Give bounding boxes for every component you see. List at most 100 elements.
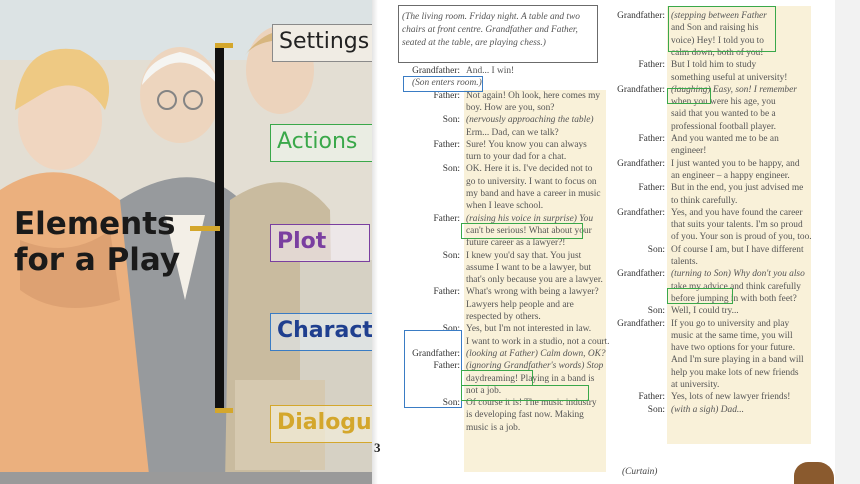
- dialogue-line: Not again! Oh look, here comes my: [466, 90, 601, 101]
- dialogue-line: (nervously approaching the table): [466, 115, 594, 126]
- intro-line-3: seated at the table, are playing chess.): [402, 38, 546, 48]
- speaker-label: Father:: [638, 60, 665, 71]
- dialogue-line: (looking at Father) Calm down, OK?: [466, 348, 606, 359]
- bracket-top-tick: [215, 43, 233, 48]
- action-box-ignoring: [461, 385, 589, 401]
- speaker-label: Son:: [442, 324, 460, 335]
- dialogue-line: Yes, but I'm not interested in law.: [466, 324, 592, 335]
- speaker-label: Father:: [433, 361, 460, 372]
- dialogue-line: OK. Here it is. I've decided not to: [466, 164, 593, 175]
- speaker-label: Father:: [638, 183, 665, 194]
- dialogue-line: Erm... Dad, can we talk?: [466, 127, 559, 138]
- dialogue-line: my band and have a career in music: [466, 189, 601, 199]
- dialogue-line: voice) Hey! I told you to: [671, 35, 764, 46]
- title-line-1: Elements: [14, 206, 176, 242]
- dialogue-line: that's only because you are a lawyer.: [466, 275, 603, 286]
- dialogue-line: at university.: [671, 380, 720, 390]
- characters-box: [404, 330, 462, 408]
- bracket-connector: [190, 226, 220, 231]
- dialogue-highlight-col2: [667, 6, 811, 444]
- speaker-label: Grandfather:: [617, 158, 665, 169]
- action-box-stepping: [668, 6, 776, 52]
- speaker-label: Son:: [647, 244, 665, 255]
- dialogue-line: and Son and raising his: [671, 23, 759, 34]
- dialogue-line: (Son enters room.): [412, 78, 482, 89]
- speaker-label: Son:: [442, 250, 460, 261]
- dialogue-line: I just wanted you to be happy, and: [671, 158, 800, 169]
- dialogue-line: future career as a lawyer?!: [466, 238, 566, 249]
- dialogue-line: respected by others.: [466, 312, 541, 322]
- action-box-turning: [667, 288, 733, 304]
- page-spine: [372, 0, 378, 484]
- dialogue-line: of you. Your son is proud of you, too.: [671, 232, 812, 243]
- label-plot: Plot: [270, 224, 370, 262]
- action-box-laughing: [667, 88, 711, 104]
- illustration-panel: Elements for a Play Settings Actions Plo…: [0, 0, 372, 484]
- corner-decoration: [794, 462, 834, 484]
- curtain-text: (Curtain): [622, 467, 658, 477]
- action-box-raising-voice: [461, 223, 583, 239]
- dialogue-line: is developing fast now. Making: [466, 410, 584, 421]
- setting-box: [398, 5, 598, 63]
- right-margin: [835, 0, 860, 484]
- dialogue-line: help you make lots of new friends: [671, 367, 799, 378]
- dialogue-line: What's wrong with being a lawyer?: [466, 287, 599, 298]
- speaker-label: Father:: [433, 90, 460, 101]
- dialogue-line: before jumping in with both feet?: [671, 293, 797, 304]
- dialogue-line: turn to your dad for a chat.: [466, 152, 567, 163]
- speaker-label: Grandfather:: [617, 269, 665, 280]
- speaker-label: Father:: [638, 392, 665, 403]
- dialogue-line: when I leave school.: [466, 201, 544, 212]
- dialogue-line: (raising his voice in surprise) You: [466, 213, 594, 224]
- dialogue-line: that suits your talents. I'm so proud: [671, 220, 803, 231]
- dialogue-line: And I'm sure playing in a band will: [671, 355, 804, 366]
- label-settings: Settings: [272, 24, 372, 62]
- title-line-2: for a Play: [14, 242, 181, 278]
- dialogue-line: I want to work in a studio, not a court.: [466, 336, 610, 347]
- dialogue-line: music at the same time, you will: [671, 330, 793, 341]
- dialogue-line: talents.: [671, 257, 698, 267]
- label-characters: Characters: [270, 313, 372, 351]
- dialogue-line: not a job.: [466, 385, 502, 396]
- dialogue-line: (laughing) Easy, son! I remember: [671, 84, 797, 95]
- speaker-label: Son:: [647, 404, 665, 415]
- dialogue-line: said that you wanted to be a: [671, 109, 776, 120]
- page-marker: 3: [374, 440, 381, 455]
- dialogue-line: Of course I am, but I have different: [671, 244, 804, 255]
- dialogue-line: music is a job.: [466, 422, 521, 433]
- dialogue-line: professional football player.: [671, 121, 776, 132]
- dialogue-line: boy. How are you, son?: [466, 102, 555, 113]
- dialogue-line: daydreaming! Playing in a band is: [466, 373, 595, 384]
- dialogue-line: And... I win!: [466, 66, 515, 76]
- slide-title: Elements for a Play: [14, 206, 180, 278]
- intro-line-2: chairs at front centre. Grandfather and …: [402, 25, 578, 35]
- label-dialogue: Dialogue: [270, 405, 372, 443]
- action-box-looking: [461, 370, 533, 386]
- speaker-label: Son:: [442, 164, 460, 175]
- dialogue-line: assume I want to be a lawyer, but: [466, 262, 592, 273]
- dialogue-line: (ignoring Grandfather's words) Stop: [466, 361, 604, 372]
- speaker-label: Father:: [433, 287, 460, 298]
- dialogue-line: engineer!: [671, 146, 707, 157]
- speaker-label: Son:: [442, 398, 460, 409]
- speaker-label: Grandfather:: [412, 348, 460, 359]
- label-actions: Actions: [270, 124, 372, 162]
- dialogue-line: Sure! You know you can always: [466, 139, 587, 150]
- dialogue-line: take my advice and think carefully: [671, 281, 801, 292]
- dialogue-line: (with a sigh) Dad...: [671, 404, 744, 415]
- dialogue-line: have two options for your future.: [671, 343, 795, 354]
- dialogue-line: If you go to university and play: [671, 318, 790, 329]
- speaker-label: Son:: [647, 306, 665, 317]
- bottom-bar: [0, 472, 372, 484]
- dialogue-line: something useful at university!: [671, 72, 788, 83]
- speaker-label: Grandfather:: [617, 84, 665, 95]
- dialogue-line: (turning to Son) Why don't you also: [671, 269, 805, 280]
- speaker-label: Son:: [442, 115, 460, 126]
- dialogue-line: can't be serious! What about your: [466, 225, 592, 236]
- bracket-bottom-tick: [215, 408, 233, 413]
- speaker-label: Grandfather:: [617, 318, 665, 329]
- speaker-label: Grandfather:: [617, 207, 665, 218]
- dialogue-line: Lawyers help people and are: [466, 299, 574, 310]
- dialogue-line: Well, I could try...: [671, 306, 739, 317]
- dialogue-line: Yes, and you have found the career: [671, 207, 803, 218]
